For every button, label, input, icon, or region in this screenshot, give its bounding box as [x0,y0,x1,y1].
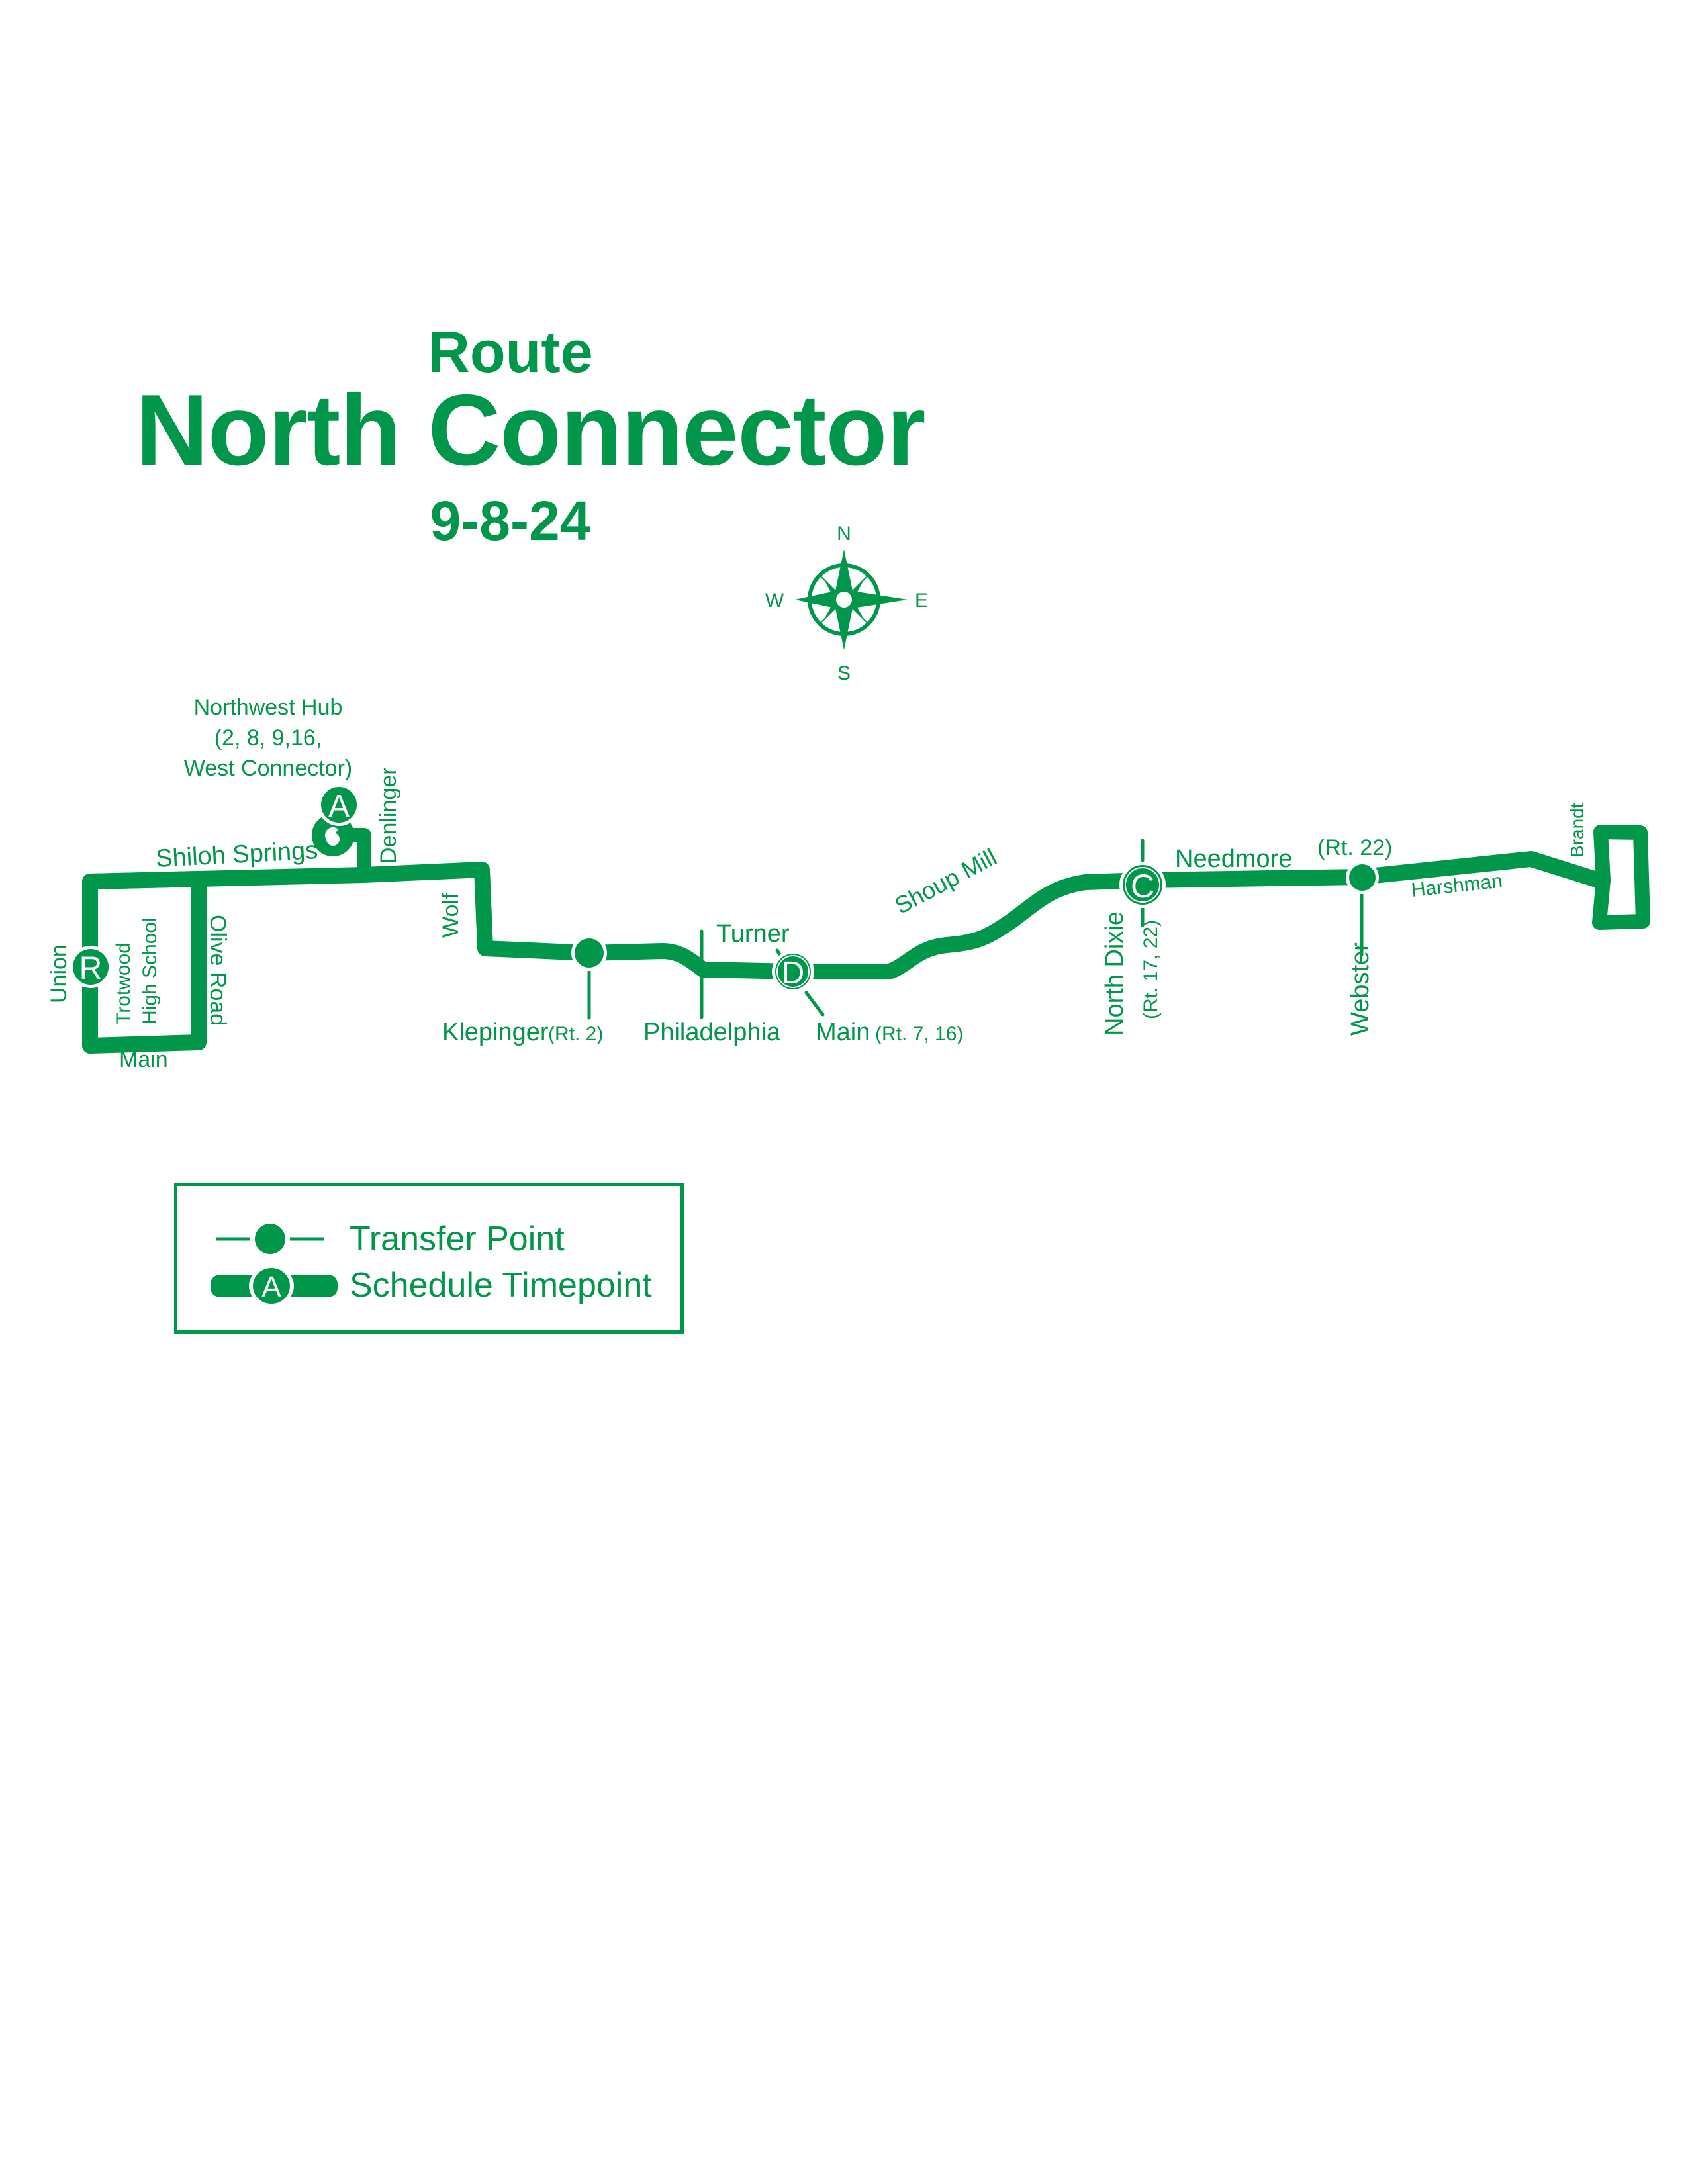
timepoint-c: C [1119,862,1166,908]
street-shiloh-springs: Shiloh Springs [155,837,318,873]
schedule-timepoint-icon: A [211,1266,338,1305]
svg-text:A: A [261,1271,281,1303]
school-label-line2: High School [139,917,161,1024]
svg-text:A: A [328,789,350,824]
street-klepinger: Klepinger [442,1019,549,1046]
timepoint-a: A [318,784,360,826]
transfer-point-webster [1346,861,1379,894]
street-philadelphia: Philadelphia [643,1019,781,1046]
street-main-west: Main [119,1047,168,1072]
hub-label-line3: West Connector) [184,756,352,781]
street-union: Union [46,944,71,1003]
street-turner: Turner [716,920,790,948]
compass-west: W [765,590,784,612]
transfer-point-klepinger [571,935,607,971]
school-label-line1: Trotwood [113,942,134,1024]
street-north-dixie: North Dixie [1101,911,1129,1036]
street-wolf: Wolf [438,893,463,938]
legend-schedule-timepoint: A [211,1265,343,1305]
street-klepinger-routes: (Rt. 2) [548,1023,603,1045]
route-label: Route [428,319,593,385]
effective-date: 9-8-24 [430,490,591,552]
street-denlinger: Denlinger [376,767,401,864]
compass-south: S [837,662,851,684]
street-brandt: Brandt [1567,803,1587,858]
turner-tick [775,948,782,958]
svg-text:C: C [1131,868,1154,905]
compass-east: E [915,590,928,612]
street-webster: Webster [1346,942,1374,1036]
compass-north: N [837,523,851,545]
street-webster-routes: (Rt. 22) [1317,835,1392,860]
svg-text:D: D [782,956,805,991]
street-main-east-routes: (Rt. 7, 16) [875,1023,963,1045]
legend-transfer-point [211,1219,330,1259]
transfer-point-icon [216,1224,324,1254]
svg-text:R: R [79,951,103,986]
street-needmore: Needmore [1175,845,1292,873]
street-main-east: Main [816,1019,870,1046]
timepoint-r: R [70,946,112,988]
timepoint-d: D [772,950,814,993]
street-north-dixie-routes: (Rt. 17, 22) [1140,920,1162,1019]
hub-label-line1: Northwest Hub [194,695,343,720]
legend-transfer-point-label: Transfer Point [350,1220,565,1258]
legend-schedule-timepoint-label: Schedule Timepoint [350,1266,652,1304]
compass-rose-icon [795,549,908,650]
route-name-title: North Connector [136,374,925,486]
map-legend: Transfer Point A Schedule Timepoint [174,1183,684,1334]
hub-label-line2: (2, 8, 9,16, [214,725,322,751]
street-shoup-mill: Shoup Mill [890,843,1002,919]
main-tick [804,991,825,1017]
street-olive-road: Olive Road [205,915,230,1026]
